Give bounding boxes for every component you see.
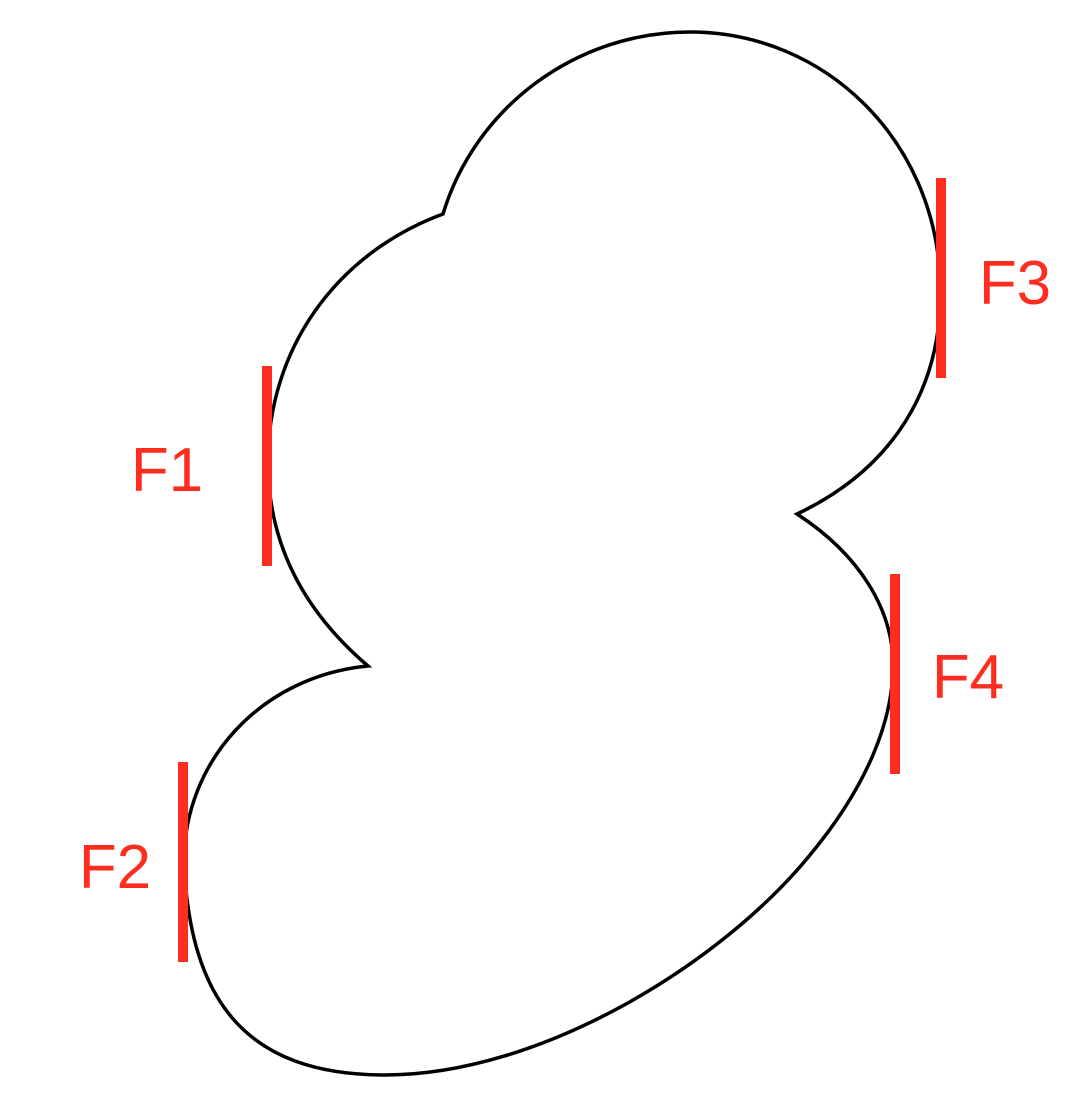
marker-label-f1: F1	[131, 436, 203, 505]
marker-label-f2: F2	[79, 833, 151, 902]
marker-label-f4: F4	[932, 643, 1004, 712]
shape-outline	[182, 30, 943, 1077]
marker-label-f3: F3	[979, 249, 1051, 318]
